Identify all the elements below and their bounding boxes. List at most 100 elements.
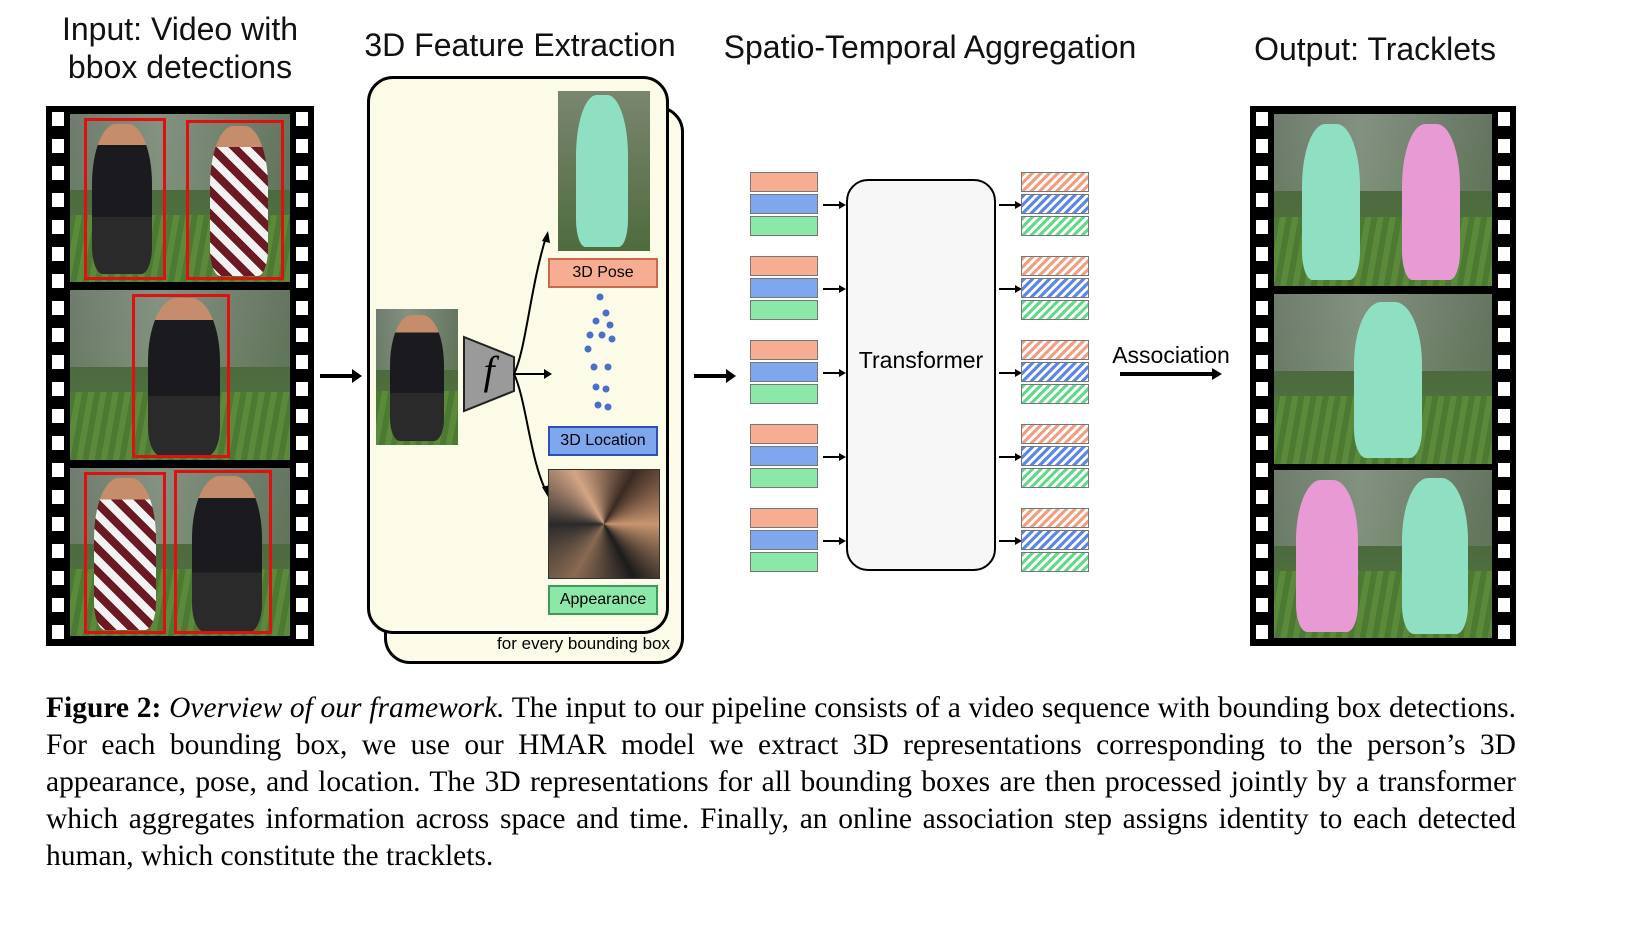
bbox-detection [174, 470, 272, 634]
film-sprocket-hole [52, 409, 64, 423]
token-arrow-out [999, 369, 1022, 377]
film-sprocket-hole [52, 112, 64, 126]
film-sprocket-hole [52, 220, 64, 234]
token-pose-aggregated [1021, 256, 1089, 276]
film-sprocket-hole [1256, 355, 1268, 369]
film-sprocket-hole [1498, 355, 1510, 369]
film-sprocket-hole [52, 436, 64, 450]
film-sprocket-hole [1498, 598, 1510, 612]
association-label: Association [1112, 342, 1230, 368]
token-arrow-in [823, 285, 846, 293]
token-location-aggregated [1021, 362, 1089, 382]
film-sprocket-hole [296, 355, 308, 369]
film-sprocket-hole [1498, 328, 1510, 342]
film-sprocket-hole [296, 490, 308, 504]
encoder-function-icon [463, 335, 515, 413]
film-sprocket-hole [1498, 139, 1510, 153]
token-arrow-in [823, 537, 846, 545]
film-sprocket-hole [296, 247, 308, 261]
input-frame-3 [70, 468, 290, 636]
film-sprocket-hole [52, 274, 64, 288]
film-sprocket-hole [296, 517, 308, 531]
token-appearance [750, 552, 818, 572]
token-location-aggregated [1021, 446, 1089, 466]
film-sprocket-hole [52, 166, 64, 180]
association-arrow [1120, 368, 1222, 380]
token-arrow-in [823, 453, 846, 461]
token-appearance-aggregated [1021, 384, 1089, 404]
token-pose-aggregated [1021, 340, 1089, 360]
film-sprocket-hole [52, 139, 64, 153]
film-sprocket-hole [1498, 409, 1510, 423]
film-sprocket-hole [52, 625, 64, 639]
film-sprocket-hole [296, 328, 308, 342]
bbox-detection [132, 294, 230, 458]
film-sprocket-hole [1498, 193, 1510, 207]
film-sprocket-hole [1256, 571, 1268, 585]
film-sprocket-hole [52, 463, 64, 477]
figure-title: Overview of our framework. [169, 692, 505, 724]
token-pose [750, 256, 818, 276]
location-label: 3D Location [548, 426, 658, 456]
token-location-aggregated [1021, 278, 1089, 298]
token-appearance-aggregated [1021, 468, 1089, 488]
film-sprocket-hole [1498, 490, 1510, 504]
film-sprocket-hole [296, 382, 308, 396]
film-sprocket-hole [1256, 436, 1268, 450]
film-sprocket-hole [1256, 112, 1268, 126]
film-sprocket-hole [1256, 328, 1268, 342]
film-sprocket-hole [52, 328, 64, 342]
token-pose [750, 340, 818, 360]
film-sprocket-hole [296, 274, 308, 288]
film-sprocket-hole [1498, 112, 1510, 126]
film-sprocket-hole [296, 139, 308, 153]
film-sprocket-hole [52, 571, 64, 585]
input-film-strip [46, 106, 314, 646]
pose-label: 3D Pose [548, 258, 658, 288]
token-appearance-aggregated [1021, 300, 1089, 320]
film-sprocket-hole [52, 193, 64, 207]
film-sprocket-hole [296, 220, 308, 234]
feature-extraction-header: 3D Feature Extraction [364, 27, 676, 63]
appearance-label: Appearance [548, 585, 658, 615]
aggregation-header: Spatio-Temporal Aggregation [723, 29, 1137, 65]
film-sprocket-hole [52, 301, 64, 315]
film-sprocket-hole [1498, 544, 1510, 558]
token-appearance [750, 216, 818, 236]
transformer-block [846, 179, 996, 571]
bbox-detection [186, 120, 284, 280]
input-header: Input: Video with bbox detections [61, 11, 298, 85]
film-sprocket-hole [1256, 463, 1268, 477]
output-film-strip [1250, 106, 1516, 646]
branch-arrows [513, 231, 552, 497]
film-sprocket-hole [1498, 436, 1510, 450]
input-frame-1 [70, 114, 290, 282]
film-sprocket-hole [1498, 166, 1510, 180]
token-pose-aggregated [1021, 424, 1089, 444]
figure-label: Figure 2: [46, 692, 162, 724]
bbox-detection [84, 472, 166, 634]
bbox-detection [84, 118, 166, 280]
feature-card-front: f 3D Pose 3D Location Appearance [367, 76, 669, 634]
token-arrow-in [823, 201, 846, 209]
token-appearance [750, 300, 818, 320]
film-sprocket-hole [1498, 517, 1510, 531]
token-appearance [750, 384, 818, 404]
location-points-icon [584, 293, 616, 411]
film-sprocket-hole [1256, 382, 1268, 396]
film-sprocket-hole [296, 193, 308, 207]
token-location-aggregated [1021, 194, 1089, 214]
film-sprocket-hole [1498, 382, 1510, 396]
token-location [750, 194, 818, 214]
footnote-every-bbox: for every bounding box [497, 634, 670, 653]
film-sprocket-hole [1256, 193, 1268, 207]
cropped-person-image [376, 309, 458, 445]
film-sprocket-hole [296, 625, 308, 639]
token-location [750, 446, 818, 466]
token-pose [750, 424, 818, 444]
film-sprocket-hole [1498, 220, 1510, 234]
film-sprocket-hole [1498, 301, 1510, 315]
token-arrow-out [999, 201, 1022, 209]
figure-caption-body: The input to our pipeline consists of a … [46, 692, 1517, 872]
token-arrow-out [999, 285, 1022, 293]
